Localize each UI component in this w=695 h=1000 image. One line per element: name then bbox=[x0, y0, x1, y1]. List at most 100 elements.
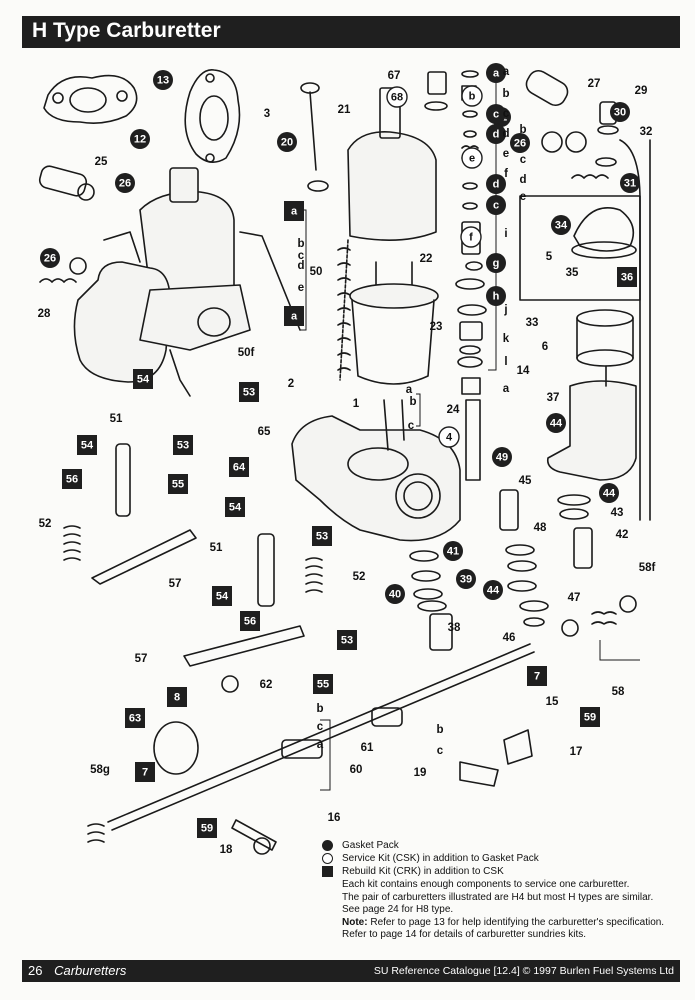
callout-plain-k: k bbox=[503, 333, 510, 345]
callout-plain-f: f bbox=[504, 168, 508, 180]
page-title: H Type Carburetter bbox=[32, 19, 221, 42]
svg-text:b: b bbox=[519, 124, 526, 136]
svg-text:d: d bbox=[502, 128, 509, 140]
callout-plain-15: 15 bbox=[546, 696, 559, 708]
svg-text:f: f bbox=[469, 232, 473, 244]
callout-plain-28: 28 bbox=[38, 308, 51, 320]
svg-text:58g: 58g bbox=[90, 764, 110, 776]
callout-square-59: 59 bbox=[197, 818, 217, 838]
callout-filled-circle-34: 34 bbox=[551, 215, 571, 235]
svg-text:52: 52 bbox=[39, 518, 52, 530]
svg-text:35: 35 bbox=[566, 267, 579, 279]
callout-square-53: 53 bbox=[337, 630, 357, 650]
svg-text:49: 49 bbox=[496, 452, 508, 464]
svg-text:i: i bbox=[504, 228, 507, 240]
page-number: 26 bbox=[28, 963, 43, 978]
svg-text:24: 24 bbox=[447, 404, 460, 416]
svg-text:e: e bbox=[503, 148, 509, 160]
filled-square-icon bbox=[322, 866, 333, 877]
footer-left: 26 Carburetters bbox=[28, 963, 126, 978]
callout-plain-62: 62 bbox=[260, 679, 273, 691]
callout-open-circle-e: e bbox=[461, 147, 483, 169]
svg-text:12: 12 bbox=[134, 134, 146, 146]
callout-square-59: 59 bbox=[580, 707, 600, 727]
callout-plain-a: a bbox=[317, 739, 324, 751]
svg-text:57: 57 bbox=[169, 578, 182, 590]
callout-plain-24: 24 bbox=[447, 404, 460, 416]
callout-square-53: 53 bbox=[239, 382, 259, 402]
svg-text:8: 8 bbox=[174, 692, 180, 704]
part-37-float-chamber bbox=[546, 365, 637, 481]
callout-plain-25: 25 bbox=[95, 156, 108, 168]
svg-text:62: 62 bbox=[260, 679, 273, 691]
svg-text:c: c bbox=[437, 745, 444, 757]
callout-plain-48: 48 bbox=[534, 522, 547, 534]
svg-text:61: 61 bbox=[361, 742, 374, 754]
callout-plain-d: d bbox=[502, 128, 509, 140]
callout-plain-c: c bbox=[503, 108, 510, 120]
callout-plain-b: b bbox=[316, 703, 323, 715]
callout-labels: 131226262068213026313444494441394044acdd… bbox=[38, 63, 656, 856]
callout-plain-58f: 58f bbox=[639, 562, 656, 574]
callout-plain-52: 52 bbox=[39, 518, 52, 530]
callout-filled-circle-d: d bbox=[486, 124, 506, 144]
svg-text:39: 39 bbox=[460, 574, 472, 586]
callout-plain-c: c bbox=[408, 420, 415, 432]
callout-plain-27: 27 bbox=[588, 78, 601, 90]
callout-plain-60: 60 bbox=[350, 764, 363, 776]
svg-text:c: c bbox=[298, 250, 305, 262]
svg-text:58: 58 bbox=[612, 686, 625, 698]
callout-plain-33: 33 bbox=[526, 317, 539, 329]
callout-plain-b: b bbox=[297, 238, 304, 250]
legend-rebuild-kit: Rebuild Kit (CRK) in addition to CSK bbox=[318, 866, 688, 879]
svg-text:58f: 58f bbox=[639, 562, 656, 574]
svg-text:27: 27 bbox=[588, 78, 601, 90]
part-28-spring-left bbox=[39, 278, 77, 283]
svg-text:d: d bbox=[493, 179, 500, 191]
callout-plain-5: 5 bbox=[546, 251, 553, 263]
callout-plain-42: 42 bbox=[616, 529, 629, 541]
section-name: Carburetters bbox=[54, 963, 127, 978]
svg-text:29: 29 bbox=[635, 85, 648, 97]
callout-square-7: 7 bbox=[527, 666, 547, 686]
callout-plain-21: 21 bbox=[338, 104, 351, 116]
callout-plain-37: 37 bbox=[547, 392, 560, 404]
svg-text:32: 32 bbox=[640, 126, 653, 138]
callout-plain-18: 18 bbox=[220, 844, 233, 856]
callout-square-63: 63 bbox=[125, 708, 145, 728]
callout-plain-6: 6 bbox=[542, 341, 548, 353]
callout-plain-67: 67 bbox=[388, 70, 401, 82]
svg-text:54: 54 bbox=[137, 374, 150, 386]
legend-service-label: Service Kit (CSK) in addition to Gasket … bbox=[342, 853, 539, 864]
part-52-spring-left bbox=[63, 525, 81, 561]
note-line-1: Each kit contains enough components to s… bbox=[342, 879, 630, 890]
callout-square-64: 64 bbox=[229, 457, 249, 477]
callout-plain-57: 57 bbox=[169, 578, 182, 590]
svg-text:25: 25 bbox=[95, 156, 108, 168]
callout-plain-22: 22 bbox=[420, 253, 433, 265]
callout-plain-43: 43 bbox=[611, 507, 624, 519]
svg-text:26: 26 bbox=[119, 178, 131, 190]
callout-plain-a: a bbox=[406, 384, 413, 396]
legend-gasket-pack: Gasket Pack bbox=[318, 840, 688, 853]
callout-plain-d: d bbox=[297, 260, 304, 272]
callout-plain-c: c bbox=[298, 250, 305, 262]
part-26-washer-left bbox=[69, 257, 87, 275]
svg-text:36: 36 bbox=[621, 272, 633, 284]
svg-text:4: 4 bbox=[446, 432, 453, 444]
svg-text:56: 56 bbox=[244, 616, 256, 628]
callout-square-8: 8 bbox=[167, 687, 187, 707]
kit-legend: Gasket Pack Service Kit (CSK) in additio… bbox=[318, 840, 688, 942]
callout-plain-e: e bbox=[503, 148, 509, 160]
svg-text:a: a bbox=[493, 68, 500, 80]
parts-60-61-clamp-lower bbox=[281, 707, 403, 759]
callout-plain-b: b bbox=[409, 396, 416, 408]
callout-plain-52: 52 bbox=[353, 571, 366, 583]
svg-text:15: 15 bbox=[546, 696, 559, 708]
svg-text:16: 16 bbox=[328, 812, 341, 824]
callout-filled-circle-31: 31 bbox=[620, 173, 640, 193]
svg-text:57: 57 bbox=[135, 653, 148, 665]
svg-text:60: 60 bbox=[350, 764, 363, 776]
svg-text:l: l bbox=[504, 356, 507, 368]
page-footer: 26 Carburetters SU Reference Catalogue [… bbox=[22, 960, 680, 982]
